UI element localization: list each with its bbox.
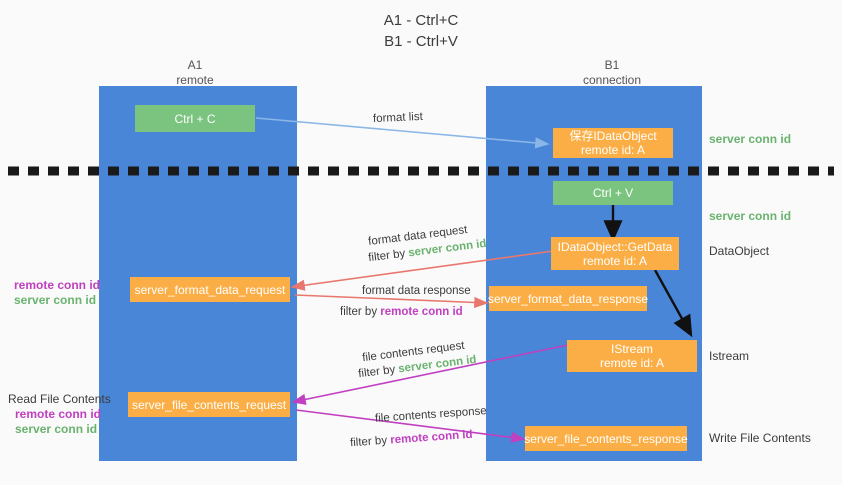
arrow-format-data-response [294,294,489,309]
box-idataobject-getdata-label: IDataObject::GetData remote id: A [557,239,673,268]
right-label-server-conn-id-1: server conn id [709,132,792,146]
arrow-getdata-to-istream [653,269,693,338]
left-label-block-2: Read File Contents remote conn id server… [8,392,111,437]
arrow-file-contents-response [295,409,526,443]
left-label-server-conn-id-2: server conn id [15,422,98,436]
arrow-file-contents-request [291,344,569,405]
page-title: A1 - Ctrl+C B1 - Ctrl+V [0,10,842,52]
right-label-dataobject: DataObject [709,244,770,258]
box-save-idataobject[interactable]: 保存IDataObject remote id: A [553,128,673,158]
filter-prefix: filter by [367,247,410,265]
arrow-format-list [255,117,550,149]
left-label-server-conn-id-1: server conn id [14,293,97,307]
filter-value-remote-conn-id: remote conn id [380,306,463,318]
lane-header-b1: B1 connection [537,58,687,88]
title-line-1: A1 - Ctrl+C [383,12,459,29]
box-ctrl-v-label: Ctrl + V [592,186,634,200]
filter-prefix: filter by [340,306,381,318]
arrow-format-data-request [290,250,554,291]
box-istream-label: IStream remote id: A [599,342,665,370]
box-server-file-contents-response-label: server_file_contents_response [524,431,688,446]
left-label-remote-conn-id-1: remote conn id [14,278,101,292]
box-ctrl-v[interactable]: Ctrl + V [553,181,673,205]
box-server-format-data-request-label: server_format_data_request [134,282,286,297]
right-label-server-conn-id-2: server conn id [709,209,792,223]
title-line-2: B1 - Ctrl+V [384,33,458,50]
lane-b1-title: B1 [604,58,620,72]
box-server-format-data-response[interactable]: server_format_data_response [487,286,649,311]
edge-label-format-list: format list [372,110,424,126]
box-save-idataobject-label: 保存IDataObject remote id: A [569,129,657,157]
lane-header-a1: A1 remote [120,58,270,88]
left-label-remote-conn-id-2: remote conn id [15,407,102,421]
box-server-file-contents-request-label: server_file_contents_request [131,397,287,412]
box-server-format-data-request[interactable]: server_format_data_request [130,277,290,302]
box-server-format-data-response-label: server_format_data_response [487,291,649,306]
box-server-file-contents-response[interactable]: server_file_contents_response [524,426,688,451]
filter-prefix: filter by [357,363,400,381]
lane-b1-subtitle: connection [582,73,642,87]
box-ctrl-c[interactable]: Ctrl + C [135,105,255,132]
box-idataobject-getdata[interactable]: IDataObject::GetData remote id: A [551,237,679,270]
box-ctrl-c-label: Ctrl + C [174,111,216,126]
box-server-file-contents-request[interactable]: server_file_contents_request [128,392,290,417]
lane-a1-subtitle: remote [176,73,214,87]
lane-a1-title: A1 [187,58,203,72]
right-label-write-file-contents: Write File Contents [709,431,811,445]
filter-prefix: filter by [349,434,391,450]
edge-label-format-data-response: format data response [362,285,471,297]
left-label-block-1: remote conn id server conn id [14,278,100,308]
right-label-istream: Istream [709,349,750,363]
box-istream[interactable]: IStream remote id: A [567,340,697,372]
edge-label-format-data-response-filter: filter by remote conn id [340,305,463,320]
left-label-read-file-contents: Read File Contents [8,392,111,406]
